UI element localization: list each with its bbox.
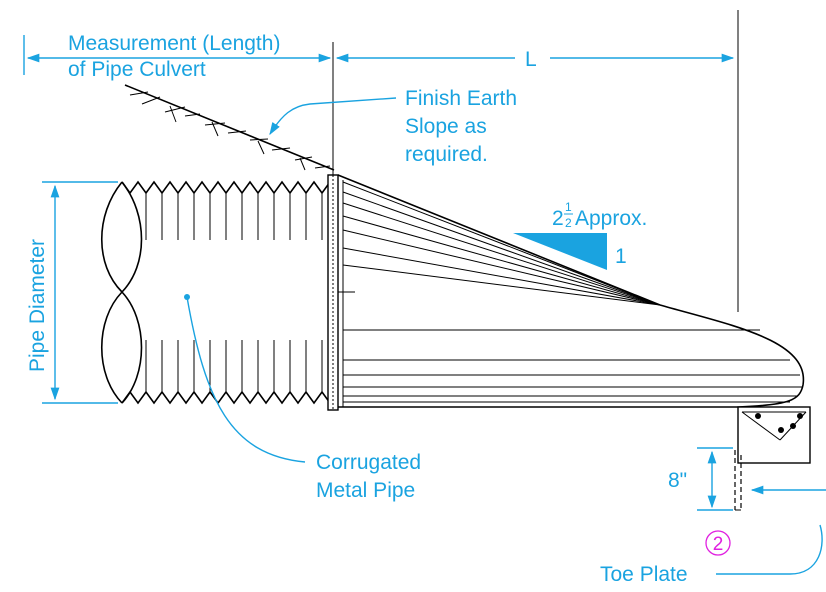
finish-earth-note: Finish Earth Slope as required. bbox=[269, 87, 517, 166]
toe-wall bbox=[737, 406, 811, 464]
toe-plate bbox=[734, 450, 742, 511]
pipe-corrugation-lines bbox=[145, 193, 323, 392]
end-section-shading bbox=[342, 181, 802, 403]
measurement-label-line1: Measurement (Length) bbox=[68, 32, 280, 55]
slope-indicator: 2 1 2 Approx. 1 bbox=[513, 200, 647, 270]
corrugated-note-line2: Metal Pipe bbox=[316, 479, 415, 502]
measurement-label-line2: of Pipe Culvert bbox=[68, 58, 206, 81]
dimension-8in-label: 8" bbox=[668, 469, 687, 492]
corrugated-pipe-note: Corrugated Metal Pipe bbox=[184, 294, 421, 502]
pipe-top-corrugation bbox=[121, 180, 331, 195]
pipe-diameter-dimension: Pipe Diameter bbox=[26, 181, 118, 404]
coupling-band bbox=[327, 174, 355, 411]
finish-note-line2: Slope as bbox=[405, 115, 487, 138]
corrugated-note-line1: Corrugated bbox=[316, 451, 421, 474]
length-dimension: L bbox=[335, 48, 735, 71]
toe-plate-label: Toe Plate bbox=[600, 563, 688, 586]
finish-note-line1: Finish Earth bbox=[405, 87, 517, 110]
pipe-bottom-corrugation bbox=[121, 390, 331, 405]
finish-note-line3: required. bbox=[405, 143, 488, 166]
pipe-diameter-label: Pipe Diameter bbox=[26, 239, 49, 372]
length-symbol: L bbox=[525, 48, 537, 71]
end-section bbox=[337, 174, 805, 408]
slope-rise: 1 bbox=[615, 245, 627, 268]
callout-number: 2 bbox=[713, 534, 724, 555]
callout-circle bbox=[705, 530, 731, 556]
slope-denominator: 2 bbox=[565, 216, 572, 230]
rebar-dot bbox=[790, 423, 796, 429]
slope-triangle bbox=[513, 233, 607, 270]
earth-slope bbox=[124, 84, 335, 171]
pipe-break-left bbox=[100, 181, 124, 404]
slope-whole: 2 bbox=[552, 207, 564, 230]
slope-suffix: Approx. bbox=[575, 207, 647, 230]
rebar-dot bbox=[797, 413, 803, 419]
earth-hatching bbox=[129, 91, 331, 171]
end-section-outline bbox=[337, 174, 805, 408]
measurement-dimension: Measurement (Length) of Pipe Culvert bbox=[23, 32, 332, 81]
pipe-break-right bbox=[120, 181, 143, 404]
toe-plate-note: 2 Toe Plate bbox=[600, 485, 826, 586]
corrugated-pipe bbox=[100, 180, 331, 405]
dimension-8in: 8" bbox=[668, 447, 733, 511]
rebar-dot bbox=[778, 427, 784, 433]
slope-numerator: 1 bbox=[565, 200, 572, 214]
rebar-dot bbox=[755, 413, 761, 419]
